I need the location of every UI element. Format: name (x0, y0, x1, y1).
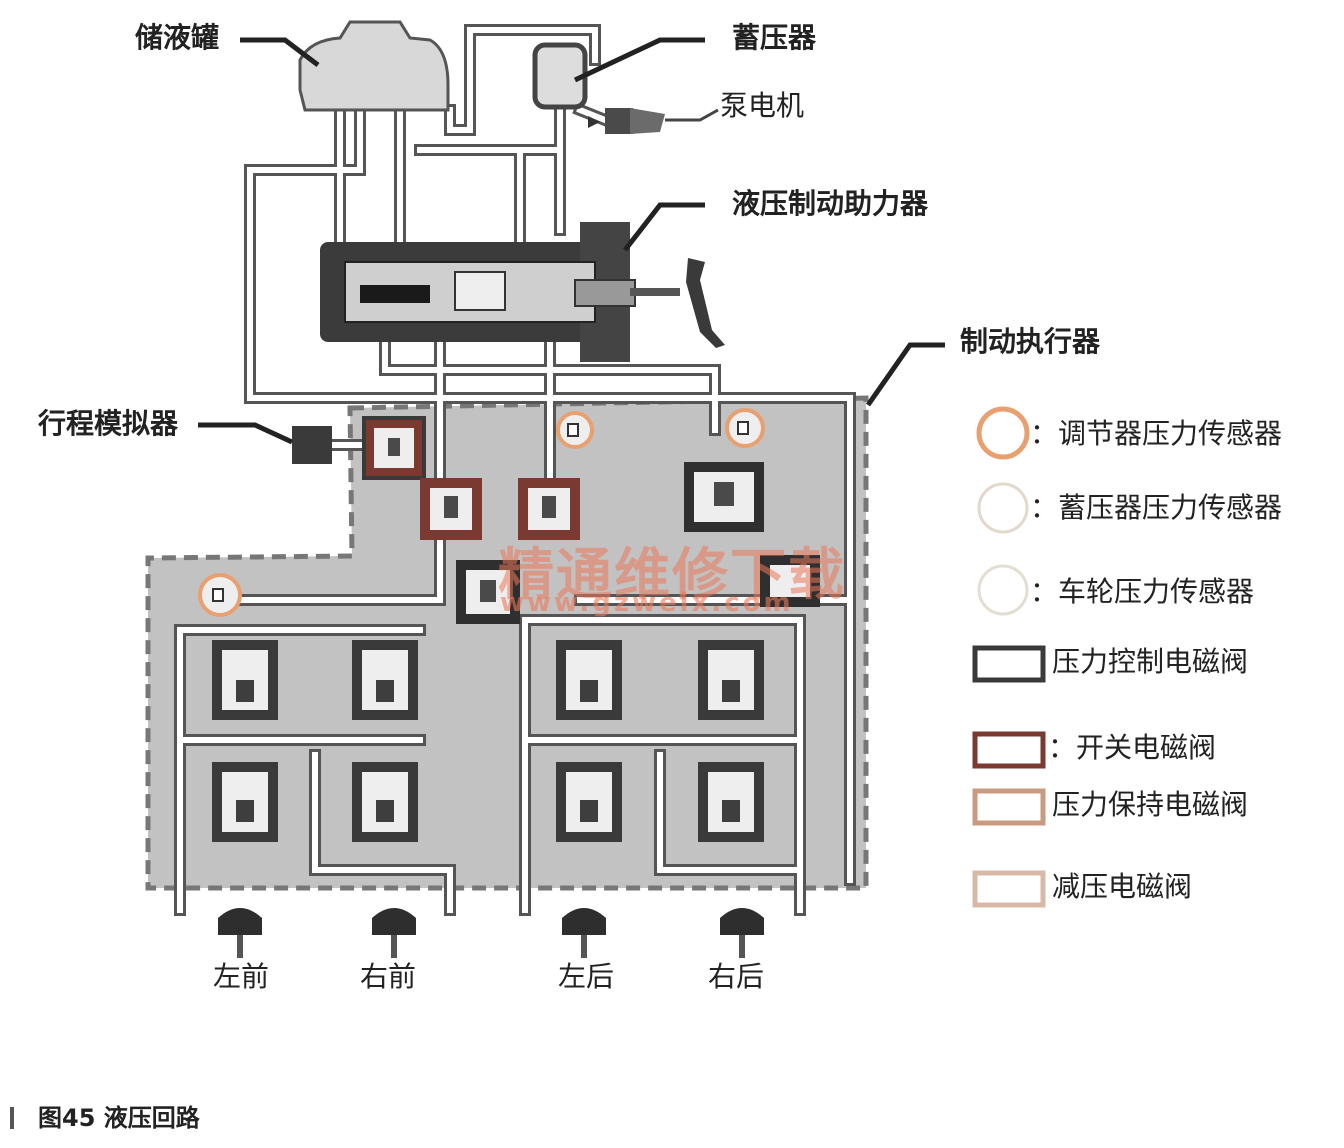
legend-pressure-hold-text: 压力保持电磁阀 (1052, 788, 1249, 821)
stroke-simulator-label: 行程模拟器 (38, 407, 179, 440)
watermark-cn: 精通维修下载 (498, 543, 846, 608)
stroke-simulator (292, 426, 332, 464)
accumulator (532, 42, 588, 110)
wheel-front-left-label: 左前 (213, 960, 270, 993)
brake-pedal (686, 258, 725, 348)
wheel-rear-left-label: 左后 (558, 960, 615, 993)
reservoir-label: 储液罐 (135, 21, 220, 54)
pump-motor (588, 108, 665, 134)
legend-symbols (972, 406, 1046, 908)
pump-motor-label: 泵电机 (720, 89, 805, 122)
legend-accumulator-sensor-text: ：蓄压器压力传感器 (1030, 491, 1283, 524)
hydraulic-brake-booster (320, 222, 680, 362)
actuator-label: 制动执行器 (960, 325, 1101, 358)
legend-regulator-sensor-symbol (976, 406, 1030, 460)
legend-pressure-hold-symbol (972, 788, 1046, 826)
legend-wheel-sensor-symbol (977, 564, 1029, 616)
wheel-front-right-label: 右前 (360, 960, 417, 993)
legend-switch-text: ：开关电磁阀 (1048, 731, 1217, 764)
leader-lines (198, 37, 945, 445)
reservoir-tank (298, 20, 450, 112)
legend-switch-symbol (972, 731, 1046, 769)
watermark-url: www.gzweix.com (500, 588, 794, 618)
legend-pressure-control-text: 压力控制电磁阀 (1052, 645, 1249, 678)
accumulator-label: 蓄压器 (732, 21, 817, 54)
legend-pressure-control-symbol (972, 645, 1046, 683)
wheel-rear-right-label: 右后 (708, 960, 765, 993)
legend-regulator-sensor-text: ：调节器压力传感器 (1030, 417, 1283, 450)
wheel-cylinders (218, 908, 764, 935)
booster-label: 液压制动助力器 (732, 187, 929, 220)
figure-caption: 图45 液压回路 (10, 1098, 200, 1133)
legend-wheel-sensor-text: ：车轮压力传感器 (1030, 575, 1255, 608)
pressure-control-valves (456, 462, 820, 624)
legend-pressure-reduce-symbol (972, 870, 1046, 908)
legend-accumulator-sensor-symbol (977, 482, 1029, 534)
caption-text: 图45 液压回路 (38, 1104, 200, 1132)
caption-bar (10, 1107, 14, 1129)
legend-pressure-reduce-text: 减压电磁阀 (1052, 870, 1193, 903)
